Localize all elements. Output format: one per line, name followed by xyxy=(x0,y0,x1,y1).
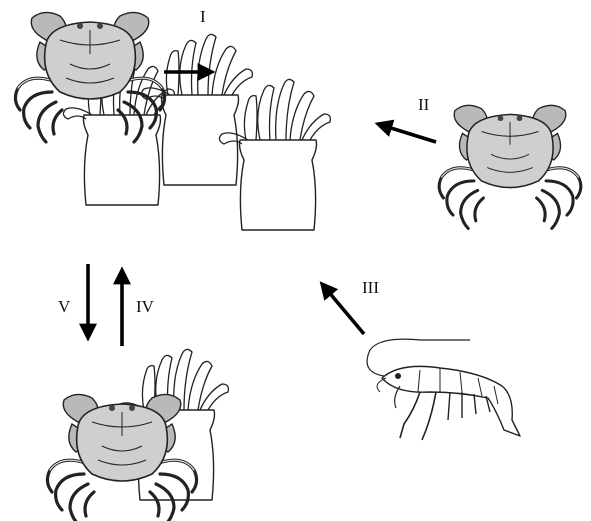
arrow-icon xyxy=(378,124,436,142)
label-step-4: IV xyxy=(136,297,155,316)
shrimp-icon xyxy=(367,339,520,440)
label-step-3: III xyxy=(362,278,379,297)
label-step-5: V xyxy=(58,297,71,316)
arrow-icon xyxy=(322,284,364,334)
label-step-1: I xyxy=(200,7,206,26)
label-step-2: II xyxy=(418,95,430,114)
crab-right xyxy=(439,105,581,228)
